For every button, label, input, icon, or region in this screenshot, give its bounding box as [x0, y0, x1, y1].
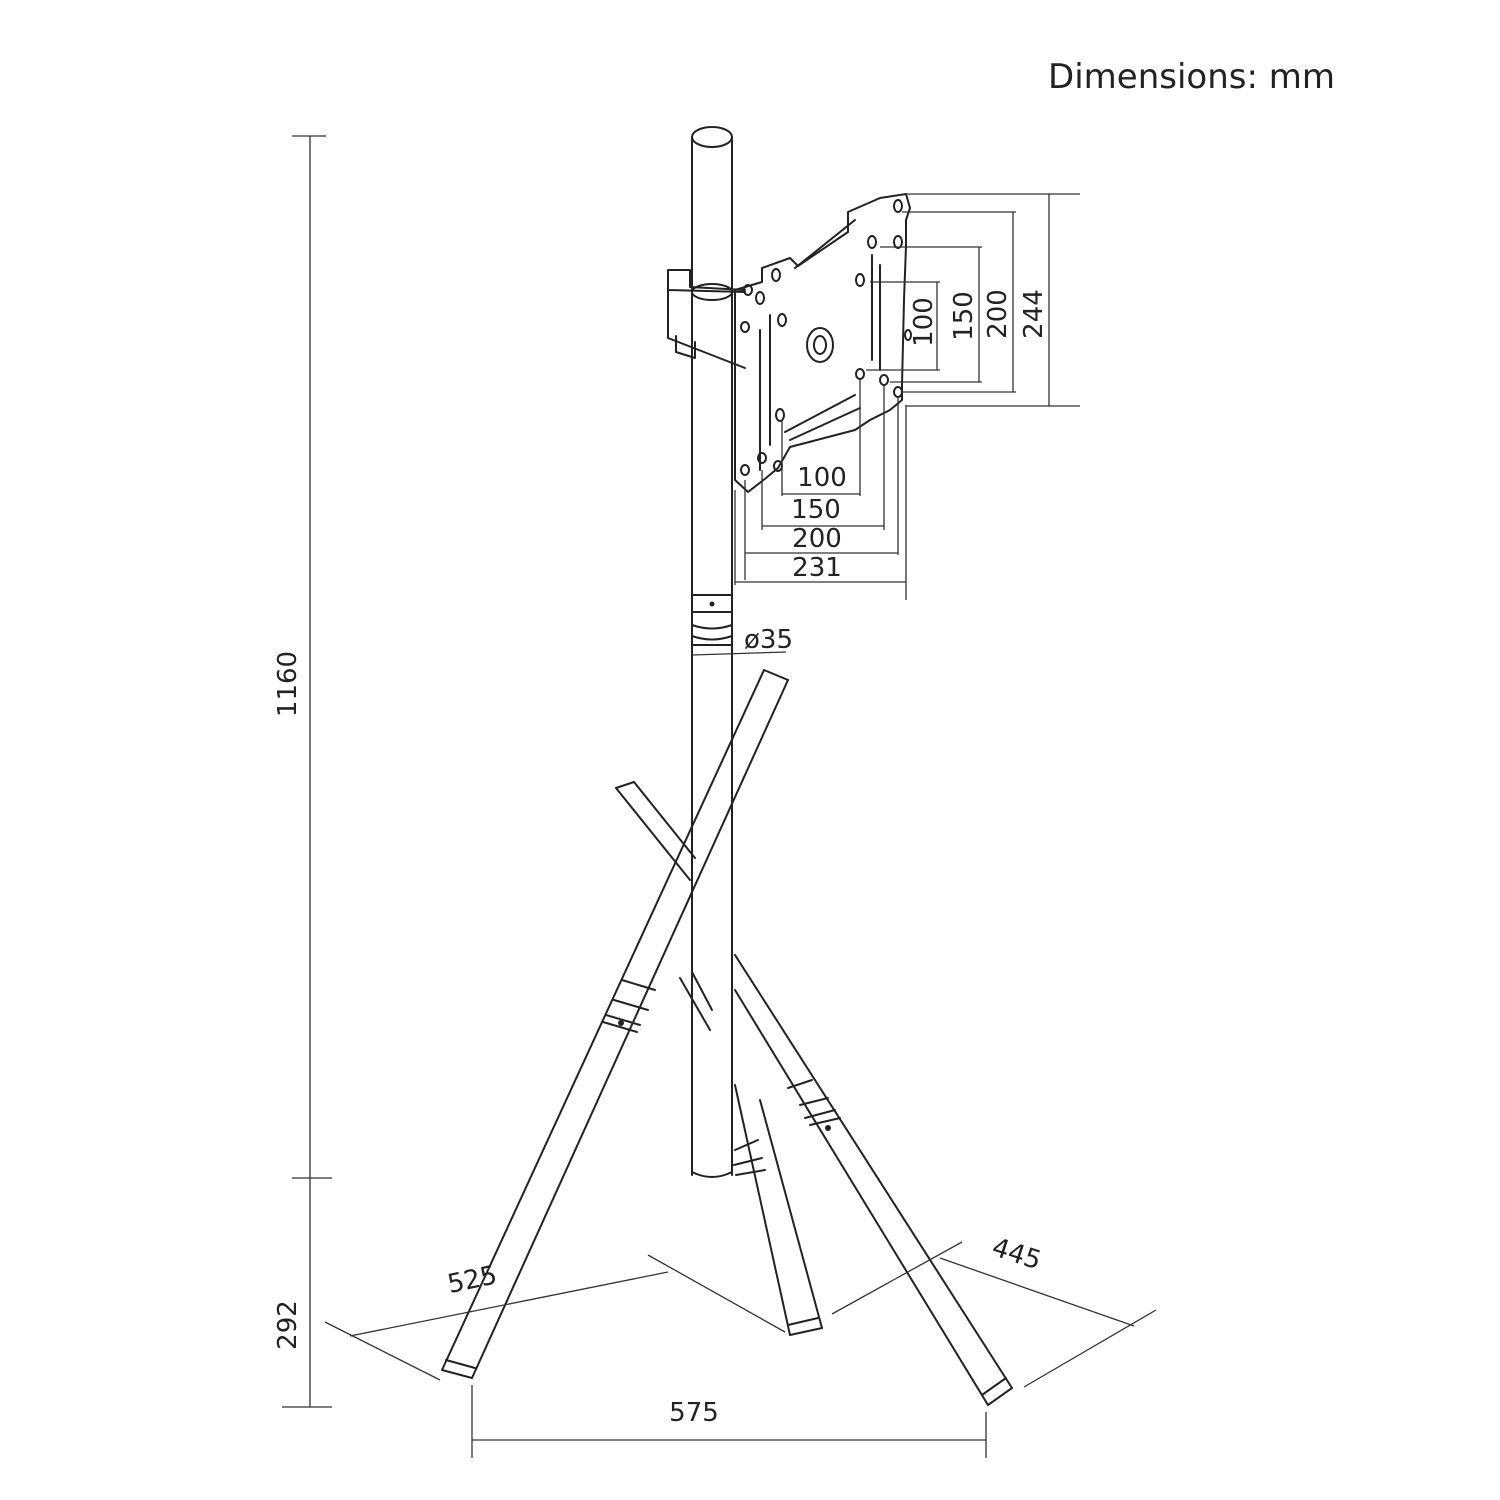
base-width-label: 575: [669, 1398, 719, 1428]
stand-pole: [691, 126, 733, 1178]
vesa-h-200-label: 200: [792, 524, 842, 554]
leg-right-label: 445: [988, 1232, 1044, 1276]
vesa-v-100-label: 100: [909, 297, 939, 347]
vesa-h-100-label: 100: [797, 463, 847, 493]
leg-left-dimension: [324, 1254, 786, 1381]
vesa-vertical-dimensions: [866, 193, 1080, 407]
vesa-v-150-label: 150: [949, 291, 979, 341]
drawing-title: Dimensions: mm: [1048, 57, 1335, 97]
vesa-holes: [740, 199, 912, 476]
vesa-h-150-label: 150: [791, 495, 841, 525]
pole-diameter-dimension: [691, 651, 787, 656]
leg-left-front: [441, 669, 789, 1379]
vesa-horizontal-dimensions: [734, 380, 907, 600]
mount-bracket: [667, 193, 912, 493]
leg-left-label: 525: [445, 1260, 500, 1300]
leg-back-left: [615, 781, 696, 881]
leg-rear-center: [679, 971, 823, 1336]
height-dimension: [282, 135, 332, 1408]
height-base-label: 292: [273, 1300, 303, 1350]
stand-legs: [441, 669, 1013, 1406]
base-width-dimension: [471, 1385, 987, 1458]
vesa-v-200-label: 200: [983, 289, 1013, 339]
vesa-v-244-label: 244: [1019, 289, 1049, 339]
pole-diameter-label: ø35: [744, 625, 793, 655]
vesa-h-231-label: 231: [792, 553, 842, 583]
leg-right-dimension: [831, 1241, 1157, 1388]
leg-right: [734, 954, 1013, 1406]
height-total-label: 1160: [273, 651, 303, 717]
